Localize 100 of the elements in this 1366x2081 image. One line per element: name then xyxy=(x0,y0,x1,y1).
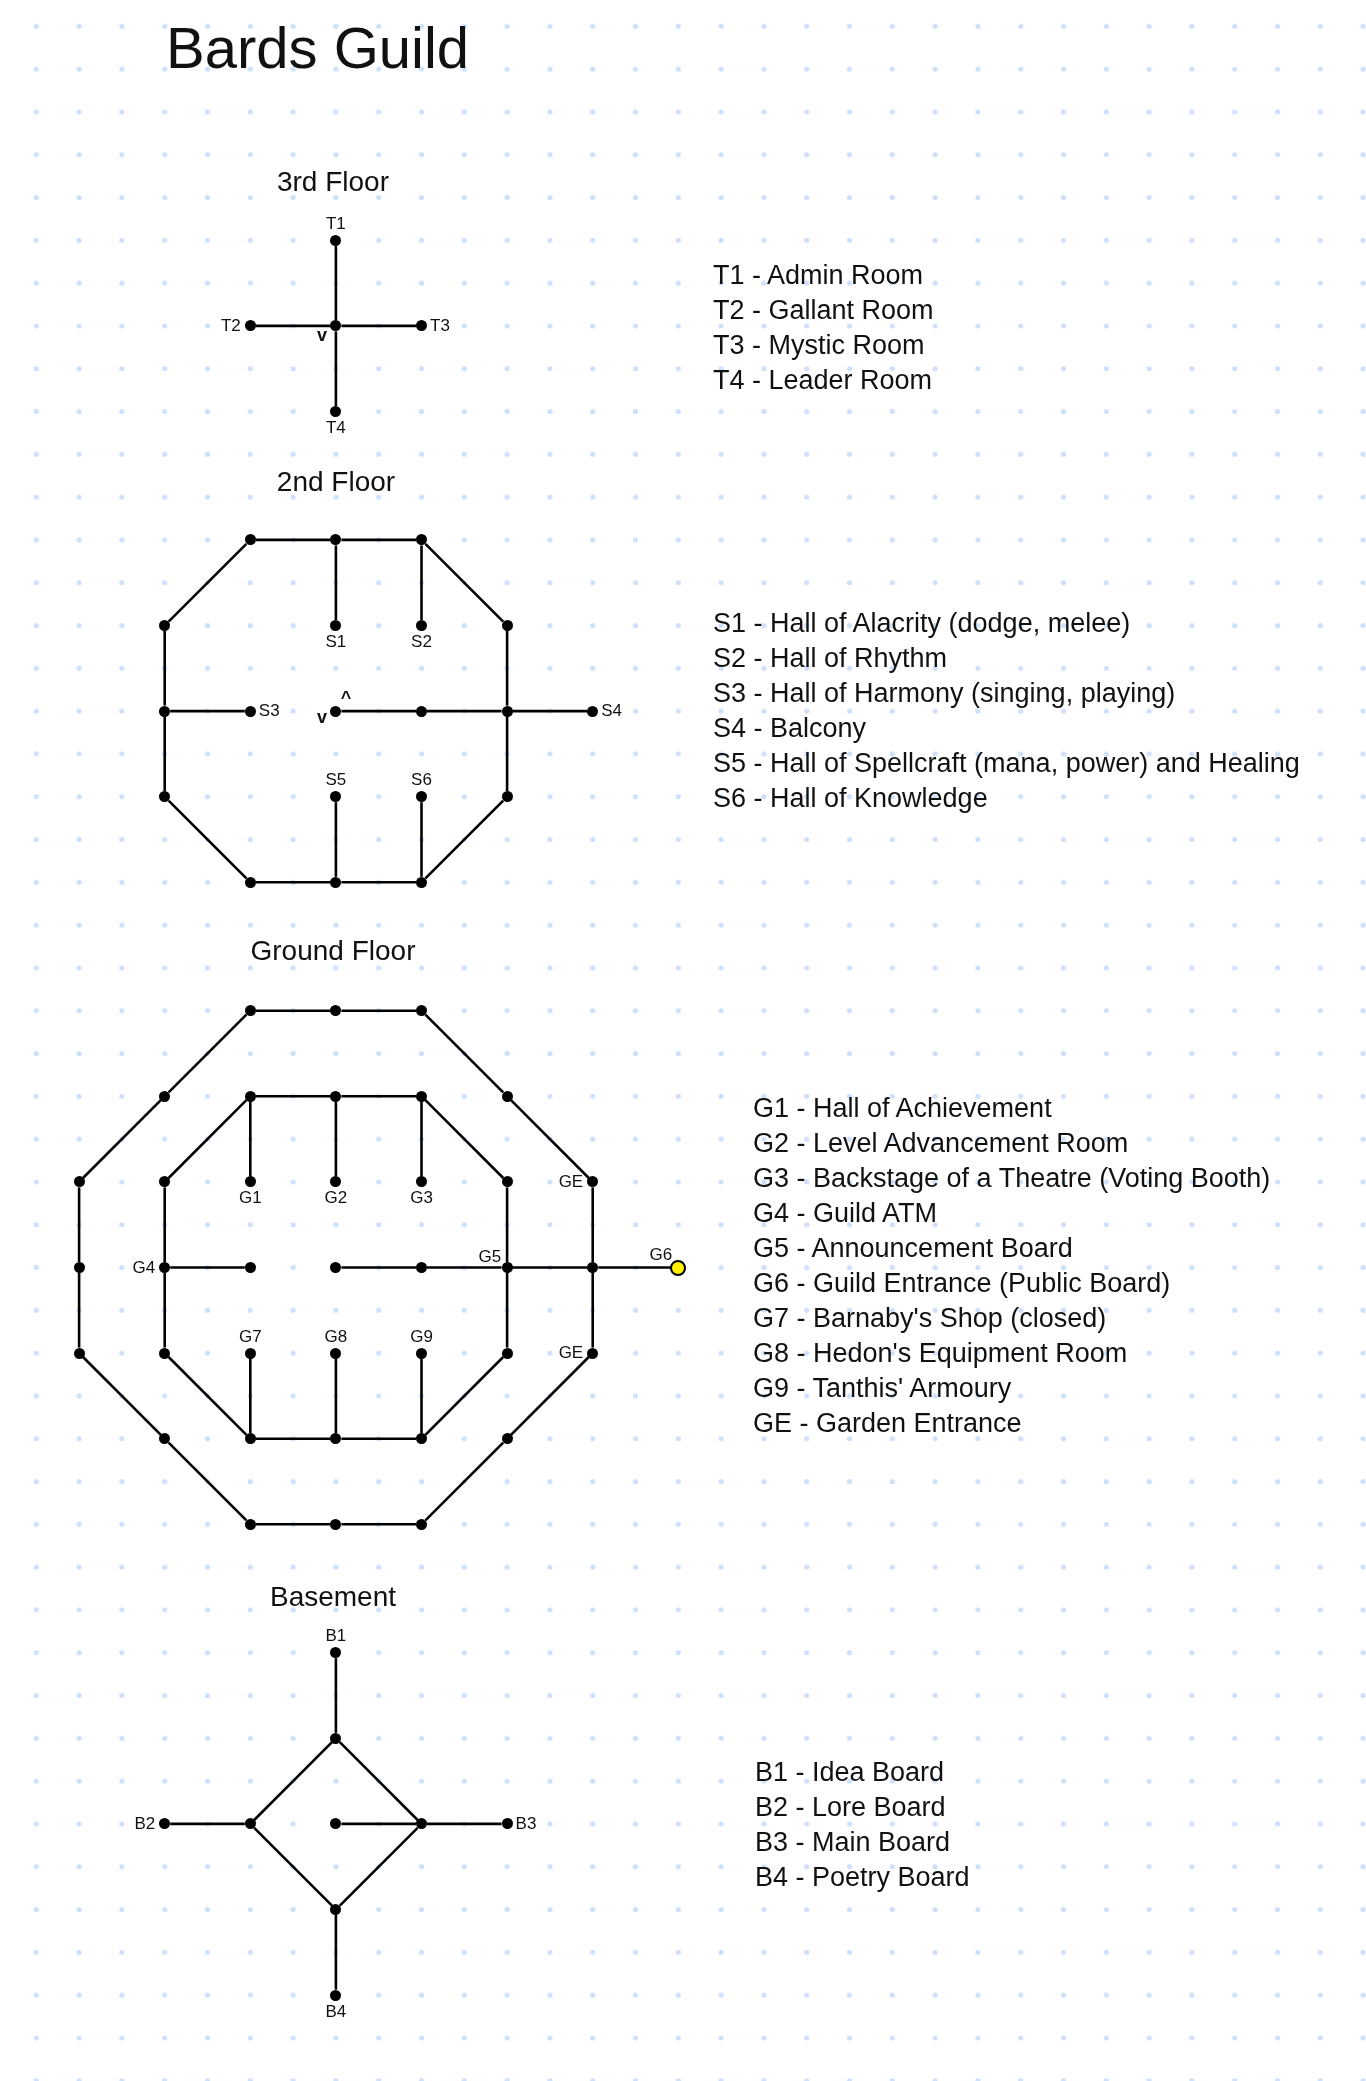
room-key-entry: G4 - Guild ATM xyxy=(753,1197,938,1229)
room-code-label: S6 xyxy=(411,771,432,790)
corridor-line xyxy=(334,1358,338,1434)
room-code-label: G8 xyxy=(324,1327,348,1346)
corridor-line xyxy=(167,1013,248,1094)
corridor-line xyxy=(167,1356,248,1436)
corridor-line xyxy=(420,802,423,877)
room-code-label: G6 xyxy=(649,1245,673,1264)
room-key-entry: T2 - Gallant Room xyxy=(713,294,934,326)
corridor-line xyxy=(255,1095,331,1098)
corridor-line xyxy=(510,1099,590,1179)
room-key-entry: G5 - Announcement Board xyxy=(753,1232,1073,1264)
corridor-line xyxy=(334,1658,338,1733)
stair-mark: v xyxy=(317,326,327,344)
room-key-entry: S3 - Hall of Harmony (singing, playing) xyxy=(713,677,1176,709)
room-code-label: S5 xyxy=(325,771,347,790)
corridor-line xyxy=(167,1099,248,1179)
corridor-line xyxy=(163,1273,166,1348)
corridor-line xyxy=(505,1187,509,1262)
corridor-line xyxy=(334,545,338,620)
corridor-line xyxy=(249,1101,252,1177)
floor-heading: 2nd Floor xyxy=(276,466,396,498)
room-key-entry: G6 - Guild Entrance (Public Board) xyxy=(753,1267,1171,1299)
corridor-line xyxy=(420,1101,423,1177)
room-code-label: S2 xyxy=(411,633,432,651)
corridor-line xyxy=(341,881,416,884)
floor-heading: 3rd Floor xyxy=(276,166,389,198)
room-code-label: B3 xyxy=(515,1814,537,1833)
corridor-line xyxy=(505,1273,509,1348)
corridor-line xyxy=(512,709,588,713)
page-title: Bards Guild xyxy=(166,14,470,82)
room-key-entry: S2 - Hall of Rhythm xyxy=(713,642,948,674)
corridor-line xyxy=(334,331,338,406)
corridor-line xyxy=(77,1273,81,1348)
room-key-entry: G9 - Tanthis' Armoury xyxy=(753,1372,1012,1404)
corridor-line xyxy=(255,538,331,542)
corridor-line xyxy=(598,1266,671,1269)
room-code-label: G5 xyxy=(478,1248,502,1266)
corridor-line xyxy=(341,1095,416,1098)
room-code-label: S1 xyxy=(325,633,347,651)
corridor-line xyxy=(170,709,245,713)
room-code-label: S4 xyxy=(601,702,622,721)
corridor-line xyxy=(334,245,338,321)
room-key-entry: G8 - Hedon's Equipment Room xyxy=(753,1337,1128,1369)
corridor-line xyxy=(249,1358,252,1434)
corridor-line xyxy=(82,1356,162,1436)
corridor-line xyxy=(424,1356,505,1436)
corridor-line xyxy=(170,1822,245,1826)
room-key-entry: T1 - Admin Room xyxy=(713,259,924,291)
room-code-label: G9 xyxy=(410,1327,433,1346)
corridor-line xyxy=(512,1266,588,1269)
corridor-line xyxy=(510,1356,590,1436)
corridor-line xyxy=(420,1358,423,1434)
corridor-line xyxy=(341,324,416,328)
room-code-label: G1 xyxy=(238,1189,262,1208)
corridor-line xyxy=(163,631,166,706)
room-key-entry: B3 - Main Board xyxy=(755,1826,951,1858)
corridor-line xyxy=(82,1099,162,1179)
room-key-entry: B4 - Poetry Board xyxy=(755,1861,970,1893)
corridor-line xyxy=(253,1826,333,1907)
corridor-line xyxy=(167,542,248,623)
corridor-line xyxy=(341,709,416,713)
corridor-line xyxy=(334,1101,338,1177)
corridor-line xyxy=(424,542,505,623)
room-code-label: T3 xyxy=(430,316,450,335)
room-key-entry: G7 - Barnaby's Shop (closed) xyxy=(753,1302,1107,1334)
room-code-label: B4 xyxy=(325,2002,347,2021)
room-key-entry: G2 - Level Advancement Room xyxy=(753,1127,1129,1159)
room-code-label: S3 xyxy=(258,702,280,721)
corridor-line xyxy=(255,1009,331,1012)
room-code-label: G4 xyxy=(132,1258,156,1277)
room-code-label: B2 xyxy=(134,1814,156,1833)
corridor-line xyxy=(505,631,509,706)
corridor-line xyxy=(338,1826,419,1907)
corridor-line xyxy=(338,1741,419,1821)
room-code-label: GE xyxy=(558,1344,584,1363)
corridor-line xyxy=(427,709,502,713)
corridor-line xyxy=(341,538,416,542)
corridor-line xyxy=(255,1523,331,1526)
room-key-entry: G1 - Hall of Achievement xyxy=(753,1092,1052,1124)
corridor-line xyxy=(505,716,509,792)
corridor-line xyxy=(255,881,331,884)
corridor-line xyxy=(591,1273,594,1348)
corridor-line xyxy=(424,1441,505,1522)
stair-mark: ^ xyxy=(340,689,352,707)
room-key-entry: S5 - Hall of Spellcraft (mana, power) and Healing xyxy=(713,747,1300,779)
room-code-label: T1 xyxy=(325,214,346,233)
corridor-line xyxy=(255,1437,331,1440)
room-code-label: G2 xyxy=(324,1189,348,1208)
corridor-line xyxy=(167,1441,248,1522)
corridor-line xyxy=(591,1187,594,1262)
room-code-label: T4 xyxy=(325,419,346,437)
corridor-line xyxy=(77,1187,81,1262)
room-key-entry: S6 - Hall of Knowledge xyxy=(713,782,988,814)
corridor-line xyxy=(341,1266,416,1269)
corridor-line xyxy=(334,1915,338,1990)
room-code-label: B1 xyxy=(325,1627,347,1646)
stair-mark: v xyxy=(317,708,327,726)
corridor-line xyxy=(253,1741,333,1821)
corridor-line xyxy=(255,324,331,328)
